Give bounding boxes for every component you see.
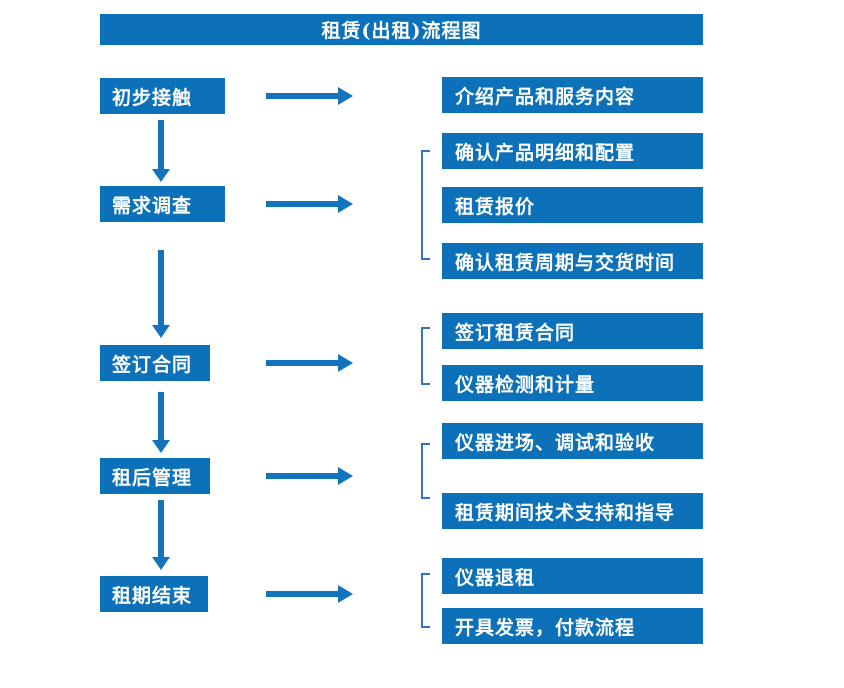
step-box-sign-contract: 签订合同	[100, 345, 210, 381]
right-arrow	[266, 195, 353, 213]
flowchart-title: 租赁(出租)流程图	[100, 14, 703, 45]
detail-box: 仪器检测和计量	[442, 365, 703, 401]
step-box-lease-end: 租期结束	[100, 576, 208, 612]
detail-box: 开具发票，付款流程	[442, 608, 703, 644]
detail-box: 仪器退租	[442, 558, 703, 594]
step-box-demand-survey: 需求调查	[100, 186, 225, 222]
down-arrow	[152, 250, 170, 338]
detail-box: 签订租赁合同	[442, 313, 703, 349]
detail-box: 介绍产品和服务内容	[442, 77, 703, 113]
right-arrow	[266, 585, 353, 603]
detail-box: 确认租赁周期与交货时间	[442, 243, 703, 279]
group-bracket	[421, 443, 430, 499]
step-box-initial-contact: 初步接触	[100, 78, 225, 114]
step-box-post-rental: 租后管理	[100, 458, 210, 494]
detail-box: 仪器进场、调试和验收	[442, 423, 703, 459]
group-bracket	[421, 573, 430, 628]
right-arrow	[266, 467, 353, 485]
group-bracket	[421, 150, 430, 260]
down-arrow	[152, 120, 170, 182]
right-arrow	[266, 354, 353, 372]
down-arrow	[152, 500, 170, 570]
detail-box: 确认产品明细和配置	[442, 133, 703, 169]
detail-box: 租赁期间技术支持和指导	[442, 493, 703, 529]
detail-box: 租赁报价	[442, 187, 703, 223]
down-arrow	[152, 392, 170, 453]
group-bracket	[421, 327, 430, 385]
right-arrow	[266, 87, 353, 105]
